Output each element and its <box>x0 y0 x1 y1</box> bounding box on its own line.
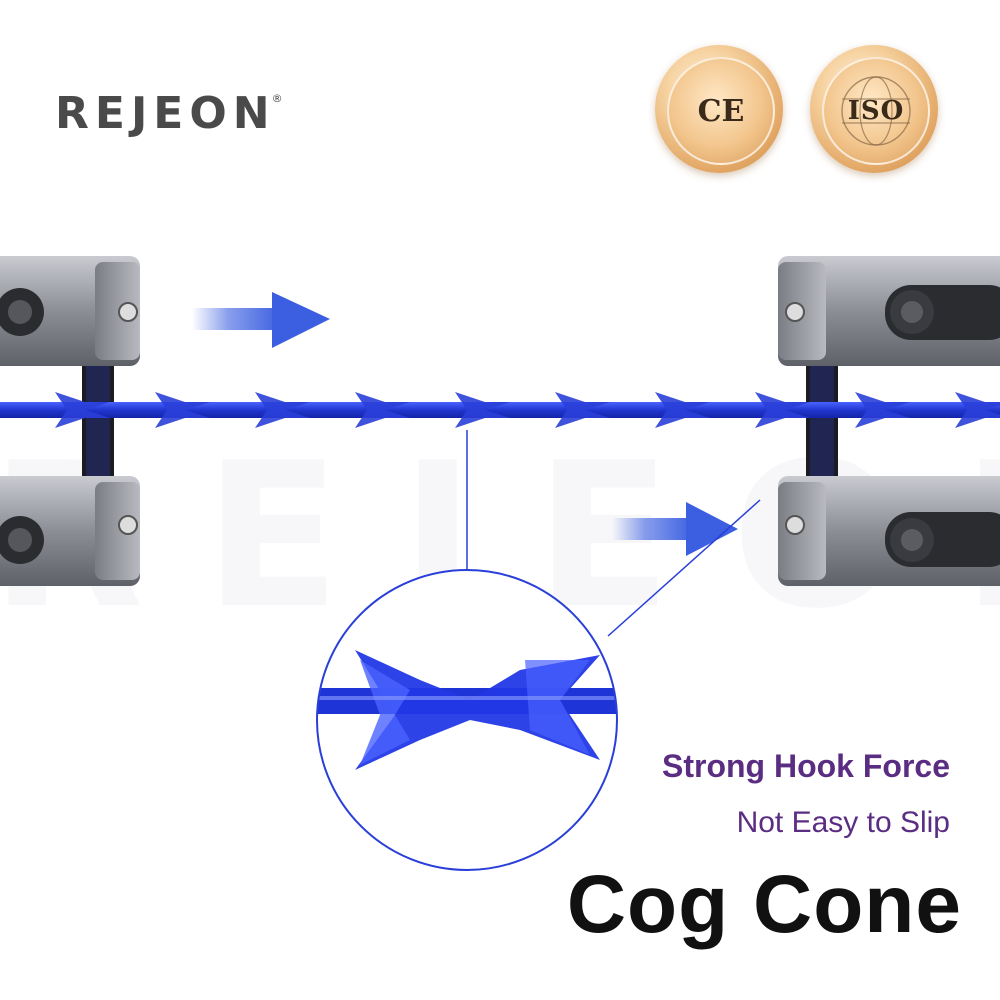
left-spring <box>82 366 114 476</box>
brand-logo: REJEON® <box>55 88 287 139</box>
cog-barb <box>555 392 610 428</box>
cog-barb <box>355 392 410 428</box>
feature-headline: Strong Hook Force <box>661 748 950 784</box>
cog-barb <box>255 392 310 428</box>
arrow-right-icon <box>612 502 738 556</box>
brand-name: REJEON <box>55 88 276 139</box>
left-upper-clamp <box>0 256 140 366</box>
left-lower-clamp <box>0 476 140 586</box>
cog-barbs <box>55 392 1000 428</box>
cog-barb <box>955 392 1000 428</box>
right-lower-clamp <box>778 476 1000 586</box>
right-upper-clamp <box>778 256 1000 366</box>
feature-subline: Not Easy to Slip <box>736 806 950 839</box>
ce-certification-badge-icon: CE <box>655 45 783 173</box>
iso-badge-label: ISO <box>847 96 905 126</box>
cog-barb <box>855 392 910 428</box>
cog-barb <box>455 392 510 428</box>
right-spring <box>806 366 838 476</box>
globe-icon <box>841 76 911 146</box>
iso-certification-badge-icon: ISO <box>810 45 938 173</box>
cog-barb <box>655 392 710 428</box>
callout-line <box>607 499 761 637</box>
cog-barb <box>755 392 810 428</box>
registered-mark: ® <box>271 92 283 105</box>
cog-thread <box>0 392 1000 428</box>
zoom-detail-circle <box>316 569 618 871</box>
cog-barb <box>155 392 210 428</box>
product-title: Cog Cone <box>566 859 962 950</box>
ce-badge-label: CE <box>697 93 745 129</box>
arrow-right-icon <box>192 292 330 348</box>
cog-barb <box>55 392 110 428</box>
